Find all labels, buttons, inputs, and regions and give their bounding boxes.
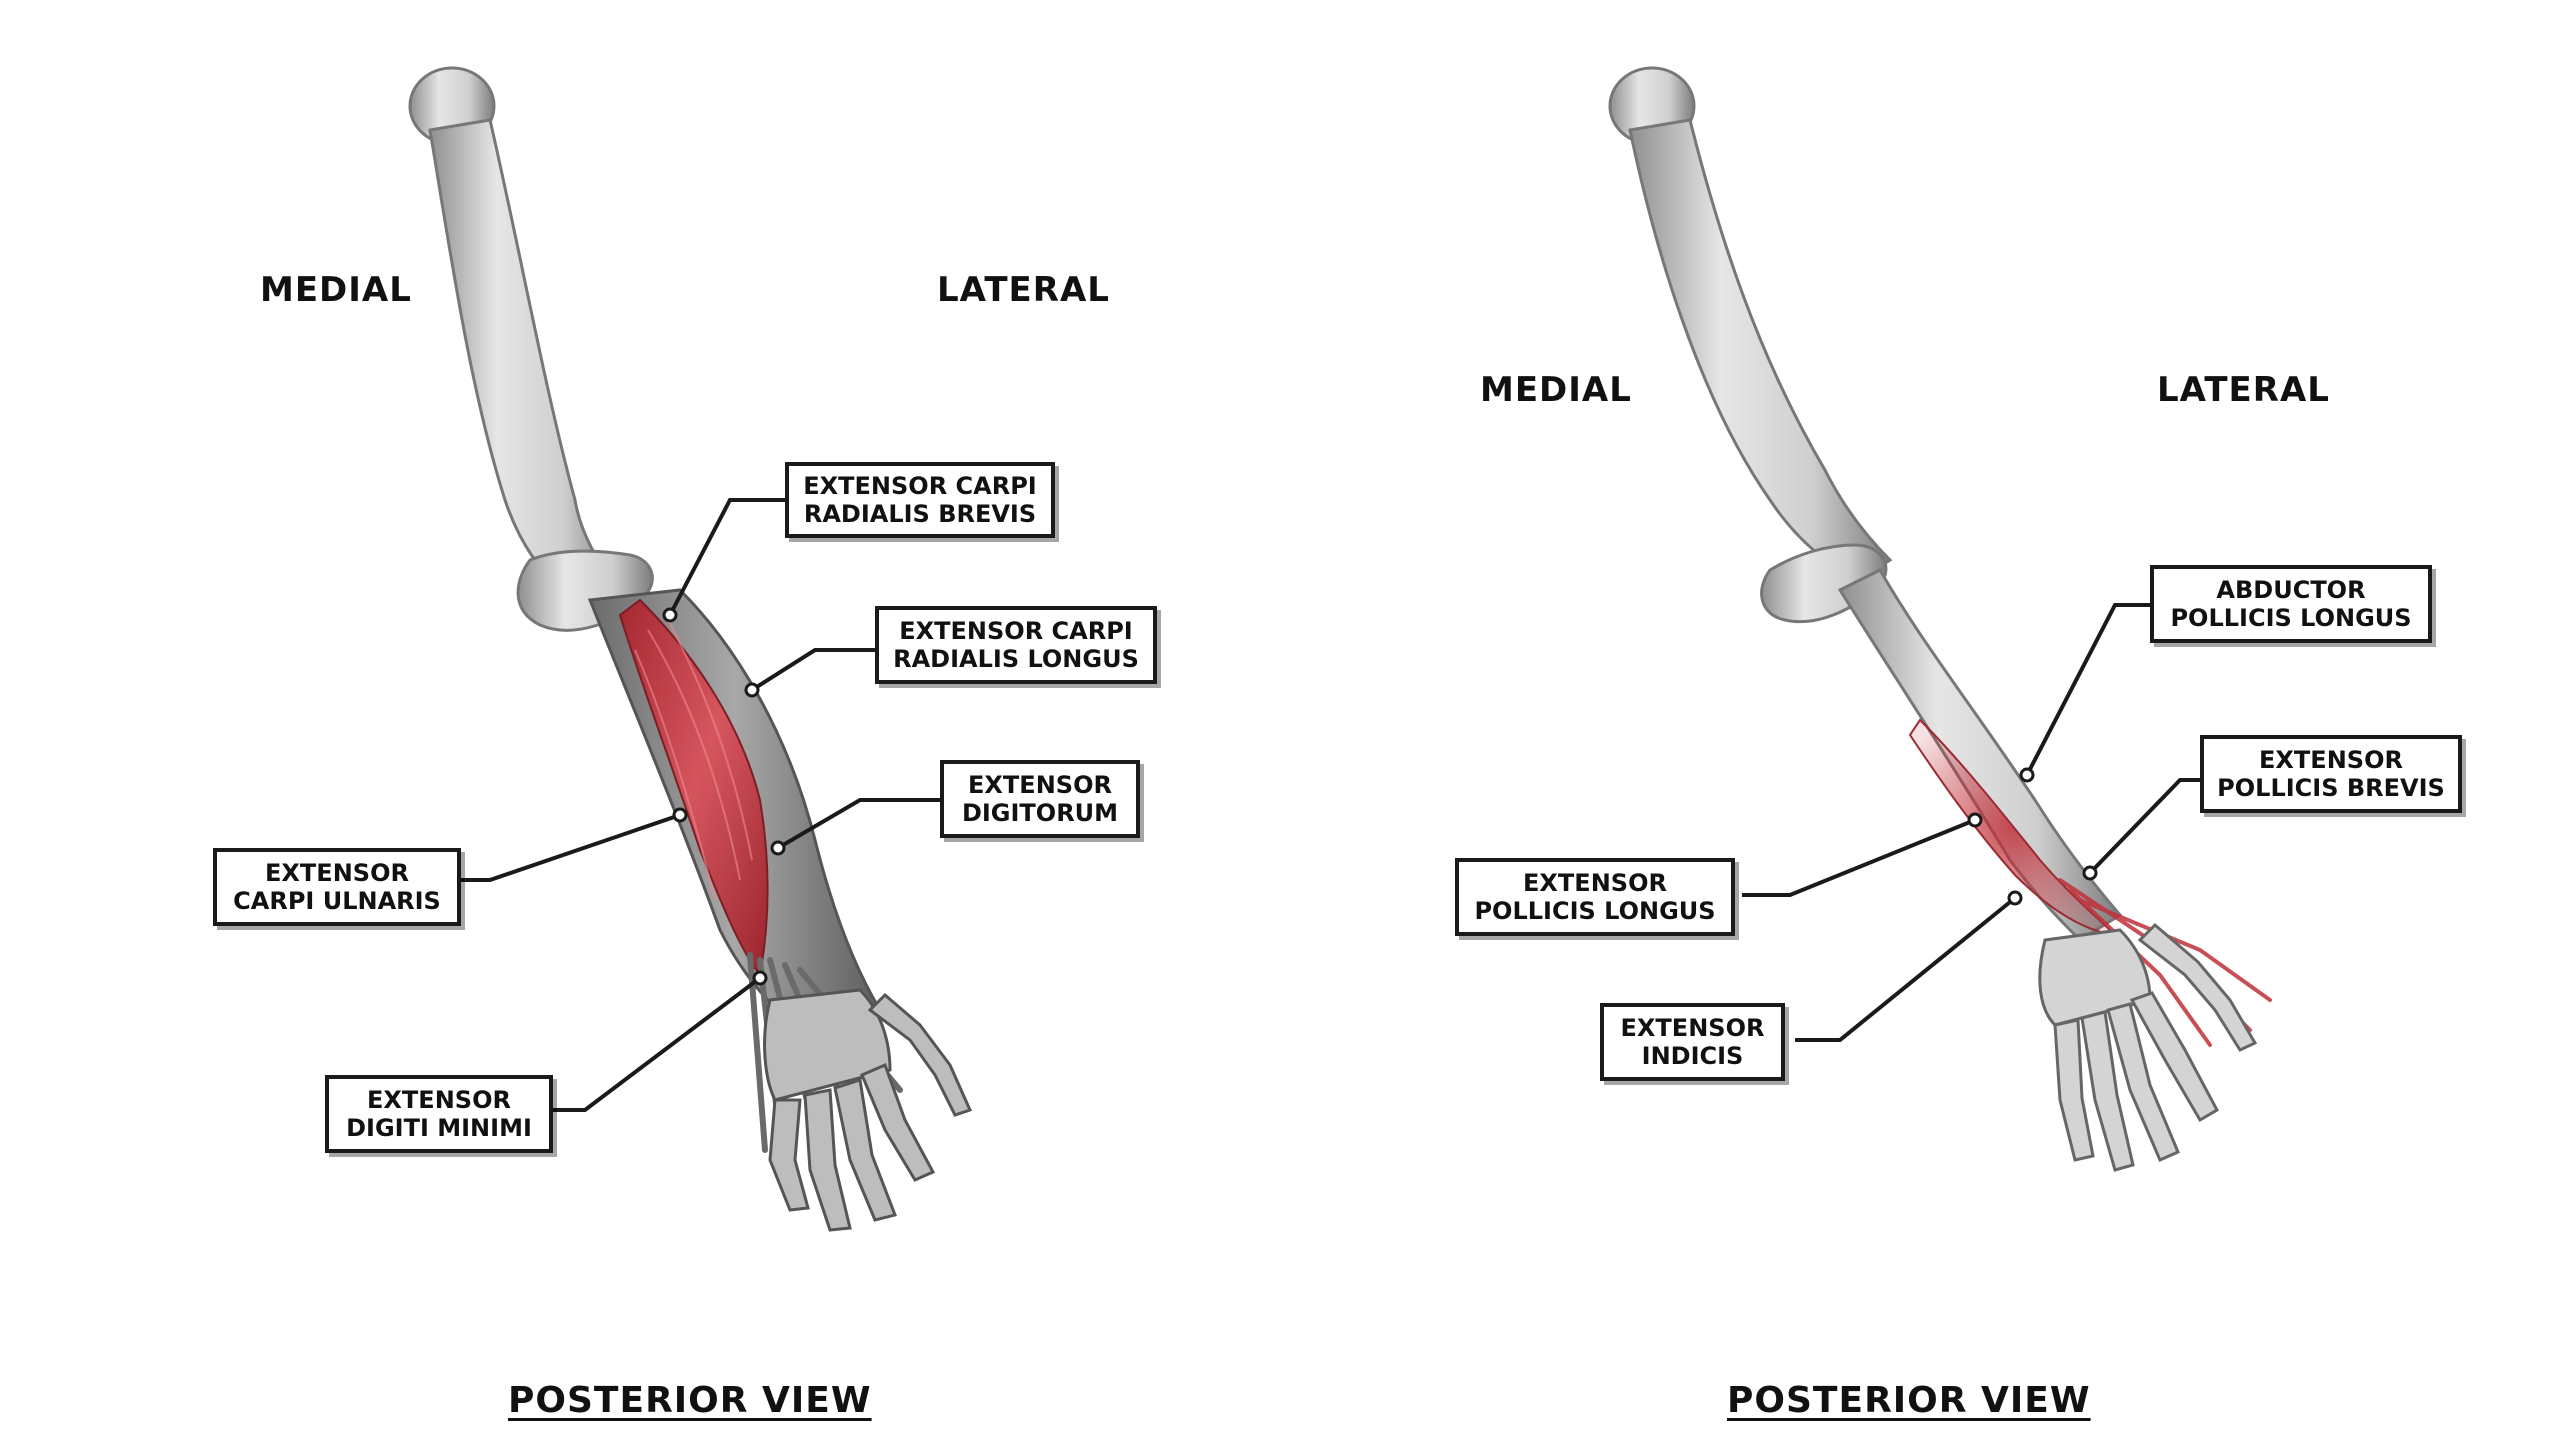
label-extensor-digiti-minimi: EXTENSOR DIGITI MINIMI	[325, 1075, 553, 1153]
label-extensor-digitorum: EXTENSOR DIGITORUM	[940, 760, 1140, 838]
leader-ei	[1795, 896, 2017, 1042]
right-lateral-label: LATERAL	[2157, 370, 2330, 410]
label-extensor-carpi-radialis-longus: EXTENSOR CARPI RADIALIS LONGUS	[875, 606, 1157, 684]
label-ei-line1: EXTENSOR	[1620, 1014, 1765, 1042]
dot-edm	[752, 970, 768, 986]
left-arm-drawing	[408, 66, 973, 1232]
left-muscle-fibres	[634, 619, 753, 901]
label-ecu-line1: EXTENSOR	[265, 859, 409, 887]
left-medial-label: MEDIAL	[260, 270, 412, 310]
dot-ed	[770, 840, 786, 856]
right-view-title: POSTERIOR VIEW	[1727, 1380, 2091, 1421]
label-epb-line2: POLLICIS BREVIS	[2217, 774, 2445, 802]
leader-epl	[1742, 818, 1976, 897]
right-medial-label: MEDIAL	[1480, 370, 1632, 410]
leader-edm	[552, 976, 762, 1112]
label-extensor-indicis: EXTENSOR INDICIS	[1600, 1003, 1785, 1081]
label-epl-line1: EXTENSOR	[1523, 869, 1667, 897]
dot-ei	[2007, 890, 2023, 906]
label-edm-line1: EXTENSOR	[367, 1086, 511, 1114]
left-leader-dots	[662, 607, 786, 986]
label-epl-line2: POLLICIS LONGUS	[1474, 897, 1716, 925]
leader-ecrl	[750, 648, 877, 692]
right-humerus	[1628, 118, 1893, 582]
dot-ecrl	[744, 682, 760, 698]
label-apl-line1: ABDUCTOR	[2216, 576, 2366, 604]
leader-apl	[2025, 603, 2167, 776]
label-ecrl-line1: EXTENSOR CARPI	[899, 617, 1133, 645]
label-ecrb-line1: EXTENSOR CARPI	[803, 472, 1037, 500]
left-view-title: POSTERIOR VIEW	[508, 1380, 872, 1421]
right-hand	[2038, 922, 2258, 1172]
right-forearm	[1837, 568, 2123, 942]
label-ecu-line2: CARPI ULNARIS	[233, 887, 441, 915]
label-epb-line1: EXTENSOR	[2259, 746, 2403, 774]
label-ecrb-line2: RADIALIS BREVIS	[803, 500, 1037, 528]
dot-epb	[2082, 865, 2098, 881]
left-hand	[763, 988, 973, 1232]
dot-epl	[1967, 812, 1983, 828]
left-leader-lines	[458, 498, 942, 1112]
right-leader-dots	[1967, 767, 2098, 906]
dot-apl	[2019, 767, 2035, 783]
label-extensor-carpi-ulnaris: EXTENSOR CARPI ULNARIS	[213, 848, 461, 926]
leader-epb	[2088, 778, 2212, 875]
leader-ed	[776, 798, 942, 850]
label-extensor-pollicis-longus: EXTENSOR POLLICIS LONGUS	[1455, 858, 1735, 936]
label-edm-line2: DIGITI MINIMI	[346, 1114, 532, 1142]
label-ed-line2: DIGITORUM	[961, 799, 1119, 827]
leader-ecu	[458, 813, 681, 882]
left-humerus	[428, 118, 623, 602]
dot-ecrb	[662, 607, 678, 623]
left-lateral-label: LATERAL	[937, 270, 1110, 310]
label-apl-line2: POLLICIS LONGUS	[2170, 604, 2412, 632]
label-extensor-pollicis-brevis: EXTENSOR POLLICIS BREVIS	[2200, 735, 2462, 813]
label-ecrl-line2: RADIALIS LONGUS	[893, 645, 1139, 673]
right-arm-drawing	[1608, 66, 2272, 1172]
label-extensor-carpi-radialis-brevis: EXTENSOR CARPI RADIALIS BREVIS	[785, 462, 1055, 538]
label-abductor-pollicis-longus: ABDUCTOR POLLICIS LONGUS	[2150, 565, 2432, 643]
leader-ecrb	[668, 498, 787, 616]
label-ed-line1: EXTENSOR	[968, 771, 1112, 799]
label-ei-line2: INDICIS	[1641, 1042, 1744, 1070]
dot-ecu	[672, 807, 688, 823]
